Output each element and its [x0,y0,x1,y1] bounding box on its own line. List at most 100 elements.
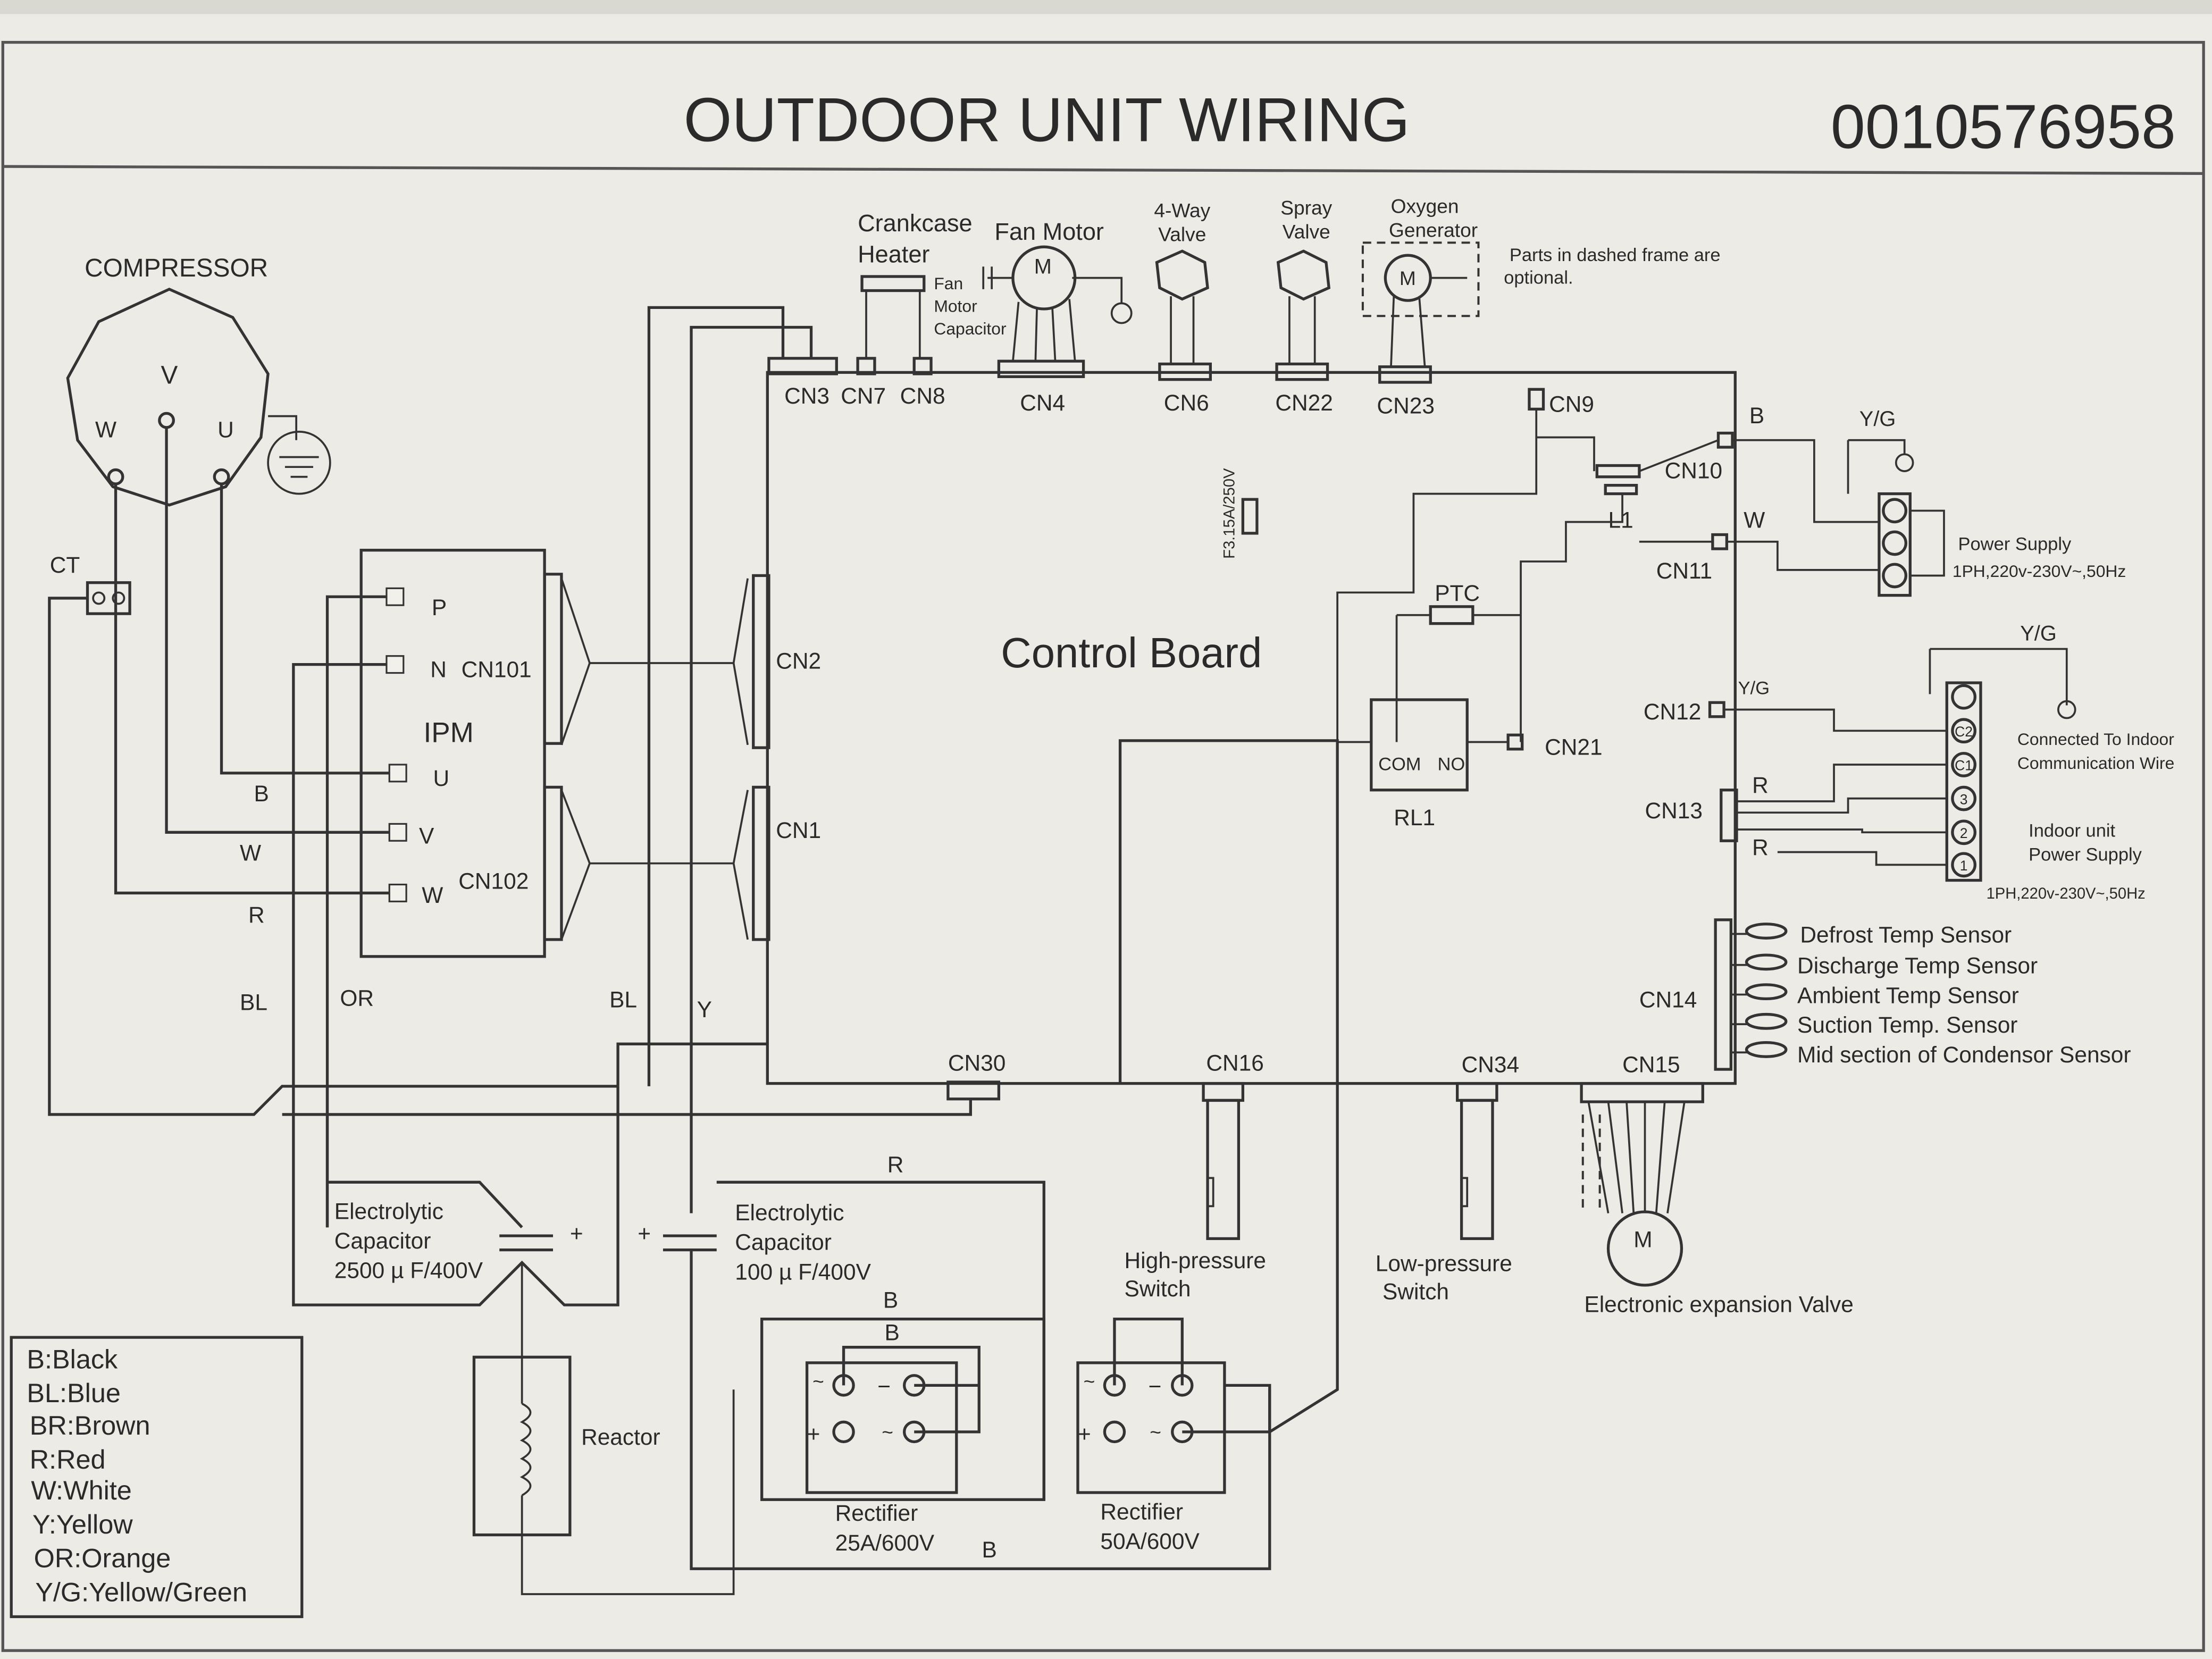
rect1-plus-icon: + [807,1421,820,1446]
cn23-label: CN23 [1377,393,1435,418]
color-legend [10,1336,304,1619]
power-ground-icon [1895,453,1914,472]
wire-label-b: B [254,781,269,806]
oxygen-label-2: Generator [1389,219,1478,241]
cn21-label: CN21 [1545,734,1602,759]
wire-n [292,663,387,1086]
cn13-label: CN13 [1645,798,1703,823]
terminal-c1 [1951,752,1976,777]
four-way-label-2: Valve [1158,223,1206,246]
reactor-coil-icon [520,1403,532,1496]
terminal-3-label: 3 [1960,791,1968,807]
discharge-sensor-icon [1745,953,1788,971]
fan-cap-label-2: Motor [934,296,977,315]
fan-motor-leads [982,266,1123,304]
relay-rl1 [1370,698,1469,792]
rl1-label: RL1 [1394,805,1435,830]
terminal-3 [1951,785,1976,811]
legend-item-orange: OR:Orange [34,1543,171,1573]
ipm-v-label: V [419,824,434,849]
cap2-r-lead [716,1180,1045,1319]
cap1-top-lead [327,1180,523,1229]
cn8-label: CN8 [900,383,945,408]
low-pressure-switch [1460,1099,1494,1241]
rect1-links [842,1346,981,1434]
board-trace-3 [1520,493,1713,742]
ribbon-cn101-cn2 [560,578,749,745]
eev-dashed-leads [1581,1114,1601,1213]
wire-v [165,427,398,834]
wire-label-r: R [248,902,265,927]
rect2-links [1042,1317,1271,1500]
indoor-comm-label-2: Communication Wire [2017,753,2174,773]
cap2-label-3: 100 µ F/400V [735,1259,871,1284]
rect2-ac-icon: ~ [1084,1370,1095,1393]
defrost-sensor-icon [1745,923,1788,940]
legend-item-red: R:Red [30,1444,106,1474]
cn8-connector [912,357,933,375]
legend-item-blue: BL:Blue [27,1378,120,1408]
cn14-label: CN14 [1639,987,1697,1012]
cn22-label: CN22 [1275,390,1333,415]
four-way-leads [1170,296,1195,364]
rect1-label-1: Rectifier [835,1501,918,1526]
cn12-label: CN12 [1644,699,1701,724]
crankcase-label-1: Crankcase [858,210,973,237]
cap1-label-3: 2500 µ F/400V [334,1258,483,1283]
cn11-label: CN11 [1656,558,1712,583]
oxygen-generator-m: M [1400,267,1416,289]
cn6-label: CN6 [1164,390,1209,415]
terminal-1 [1951,852,1976,878]
legend-item-yellow: Y:Yellow [32,1509,133,1539]
cn13-connector [1720,789,1738,842]
l1-label: L1 [1608,507,1633,532]
rect2-label-1: Rectifier [1100,1499,1183,1524]
four-way-valve-coil [1155,249,1209,301]
wire-label-or: OR [340,986,374,1011]
spray-valve-label-2: Valve [1283,220,1330,242]
suction-sensor-icon [1745,1012,1788,1030]
wire-label-bl-2: BL [609,987,637,1012]
sensor-group [1731,923,1788,1058]
terminal-n-icon [1882,530,1907,556]
wire-label-w: W [240,840,261,865]
oxygen-label-1: Oxygen [1391,195,1459,217]
cn4-connector [997,359,1085,379]
optional-note-2: optional. [1504,267,1573,288]
wire-label-b-2: B [884,1320,899,1345]
ribbon-cn102-cn1 [560,790,749,940]
cn30-link [282,1086,972,1228]
terminal-ground-icon [1882,498,1907,524]
terminal-c1-label: C1 [1955,758,1973,774]
indoor-ground-terminal [1951,684,1976,710]
ipm-module [359,549,546,958]
yg-label-2: Y/G [2020,622,2057,646]
l1-coil-2 [1604,484,1638,496]
relay-to-rect-wire [1118,739,1339,1434]
label-sheet [0,14,2212,1659]
cn9-label: CN9 [1549,392,1594,417]
power-bracket [1910,509,1945,577]
fan-motor-m: M [1034,255,1052,279]
yg-label-3: Y/G [1738,678,1770,698]
power-supply-spec: 1PH,220v-230V~,50Hz [1953,562,2126,581]
indoor-terminal-block [1945,681,1982,882]
crankcase-leads [865,290,921,358]
high-pressure-switch [1206,1099,1241,1241]
wire-label-b-1: B [883,1287,898,1312]
sensor-ambient: Ambient Temp Sensor [1797,983,2019,1008]
cn30-label: CN30 [948,1051,1006,1076]
cap2-label-1: Electrolytic [735,1200,844,1225]
cn3-label: CN3 [784,383,830,408]
power-supply-label: Power Supply [1958,534,2072,555]
terminal-2-label: 2 [1960,825,1968,841]
condenser-sensor-icon [1745,1041,1788,1058]
cap2-label-2: Capacitor [735,1230,832,1255]
crankcase-label-2: Heater [858,240,929,267]
cn2-label: CN2 [776,649,821,674]
rect2-t3 [1103,1420,1126,1444]
cap2-bottom-lead [690,1250,1271,1570]
cn34-label: CN34 [1462,1052,1520,1077]
ipm-n-label: N [430,657,447,682]
rect1-t3 [832,1420,855,1444]
